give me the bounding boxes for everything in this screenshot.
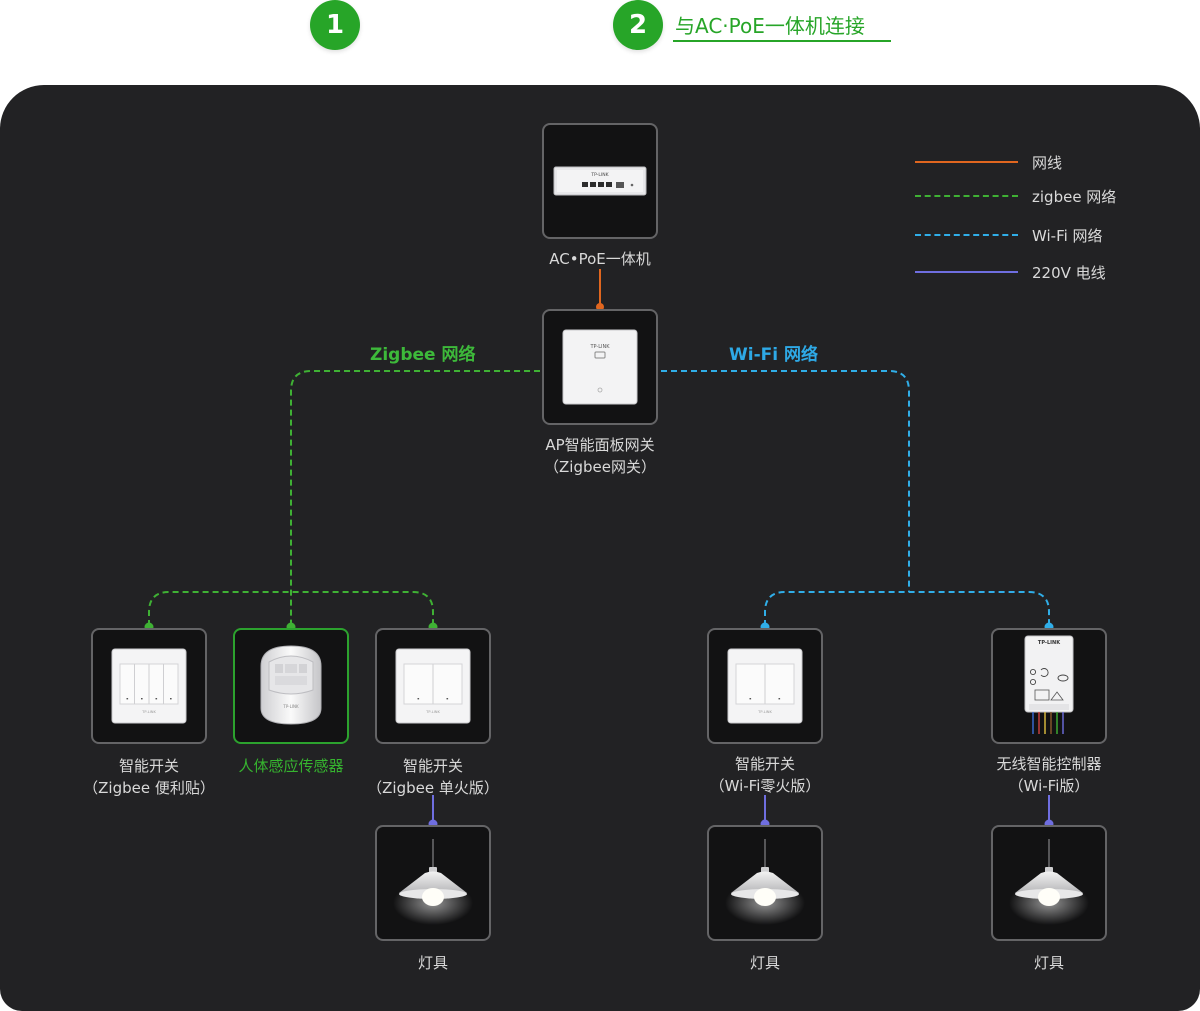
legend-item-220v: 220V 电线 [915,261,1106,283]
ac-poe-switch-icon: TP-LINK [553,166,647,196]
zigbee-switch-4gang-label-line2: （Zigbee 便利贴） [83,779,215,797]
legend-swatch-zigbee [915,195,1018,197]
ap-gateway-label-line1: AP智能面板网关 [545,436,655,454]
device-card-zigbee-switch-4gang[interactable]: TP-LINK [91,628,207,744]
legend-swatch-wifi [915,234,1018,236]
switch-4gang-brand: TP-LINK [141,710,156,714]
wifi-switch-2gang-label-line1: 智能开关 [734,755,795,773]
device-card-ap-gateway[interactable]: TP-LINK [542,309,658,425]
ethernet-links [596,269,604,311]
legend-item-zigbee: zigbee 网络 [915,185,1116,207]
ap-gateway-label-line2: （Zigbee网关） [544,458,656,476]
zigbee-link-branch [148,591,434,626]
switch-4gang-icon: TP-LINK [111,648,187,724]
topology-panel: Zigbee 网络 Wi-Fi 网络 网线 zigbee 网络 Wi-Fi 网络… [0,85,1200,1011]
wifi-switch-brand: TP-LINK [757,710,772,714]
zigbee-network-label: Zigbee 网络 [370,345,476,365]
legend-item-ethernet: 网线 [915,151,1062,173]
wifi-controller-label-line1: 无线智能控制器 [996,755,1102,773]
legend-label-zigbee: zigbee 网络 [1032,187,1117,206]
wifi-controller-label: 无线智能控制器 （Wi-Fi版） [939,753,1159,797]
motion-sensor-label-line1: 人体感应传感器 [238,757,344,775]
device-card-wifi-controller[interactable]: TP-LINK [991,628,1107,744]
motion-sensor-label: 人体感应传感器 [181,755,401,777]
step-2-badge[interactable]: 2 [613,0,663,50]
zigbee-links [148,370,540,627]
wifi-network-label: Wi-Fi 网络 [729,345,818,365]
ac-poe-brand: TP-LINK [590,172,609,178]
switch-2gang-icon: TP-LINK [727,648,803,724]
motion-sensor-brand: TP-LINK [282,704,299,709]
device-card-lamp-1[interactable] [375,825,491,941]
lamp-3-label: 灯具 [939,952,1159,974]
device-card-wifi-switch-2gang[interactable]: TP-LINK [707,628,823,744]
device-card-lamp-2[interactable] [707,825,823,941]
zigbee-switch-4gang-label-line1: 智能开关 [118,757,179,775]
motion-sensor-icon: TP-LINK [260,645,322,725]
zigbee-switch-2gang-label-line2: （Zigbee 单火版） [367,779,499,797]
ac-poe-label-line1: AC•PoE一体机 [549,250,651,268]
step-2-title[interactable]: 与AC·PoE一体机连接 [675,14,865,38]
step-1-badge[interactable]: 1 [310,0,360,50]
pendant-lamp-icon [1009,839,1089,925]
device-card-zigbee-switch-2gang[interactable]: TP-LINK [375,628,491,744]
power-links [432,795,1050,824]
zigbee-switch-2gang-label: 智能开关 （Zigbee 单火版） [323,755,543,799]
lamp-2-label-text: 灯具 [749,954,780,972]
legend-label-220v: 220V 电线 [1032,263,1106,282]
wifi-links [661,370,1050,626]
lamp-1-label: 灯具 [323,952,543,974]
controller-module-icon: TP-LINK [1024,635,1074,734]
switch-2gang-icon: TP-LINK [395,648,471,724]
step-2-number: 2 [628,10,648,40]
wifi-link-trunk [661,370,910,592]
wifi-link-branch [764,591,1050,626]
device-card-lamp-3[interactable] [991,825,1107,941]
lamp-1-label-text: 灯具 [417,954,448,972]
legend-label-ethernet: 网线 [1032,153,1063,172]
zigbee-switch-2gang-label-line1: 智能开关 [402,757,463,775]
panel-ap-icon: TP-LINK [562,329,638,405]
legend-swatch-ethernet [915,161,1018,163]
legend-label-wifi: Wi-Fi 网络 [1032,226,1103,245]
lamp-2-label: 灯具 [655,952,875,974]
switch-2gang-brand: TP-LINK [425,710,440,714]
pendant-lamp-icon [393,839,473,925]
wifi-switch-2gang-label: 智能开关 （Wi-Fi零火版） [655,753,875,797]
wifi-controller-label-line2: （Wi-Fi版） [1008,777,1090,795]
device-card-motion-sensor[interactable]: TP-LINK [233,628,349,744]
zigbee-switch-4gang-label: 智能开关 （Zigbee 便利贴） [39,755,259,799]
pendant-lamp-icon [725,839,805,925]
legend-swatch-220v [915,271,1018,273]
controller-brand: TP-LINK [1038,640,1061,646]
ac-poe-label: AC•PoE一体机 [490,248,710,270]
wifi-switch-2gang-label-line2: （Wi-Fi零火版） [709,777,821,795]
lamp-3-label-text: 灯具 [1033,954,1064,972]
zigbee-link-trunk [290,370,540,627]
device-card-ac-poe[interactable]: TP-LINK [542,123,658,239]
step-1-number: 1 [325,10,345,40]
step-2-underline [673,40,891,42]
ap-gateway-brand: TP-LINK [589,344,610,350]
legend-item-wifi: Wi-Fi 网络 [915,224,1103,246]
ap-gateway-label: AP智能面板网关 （Zigbee网关） [490,434,710,478]
